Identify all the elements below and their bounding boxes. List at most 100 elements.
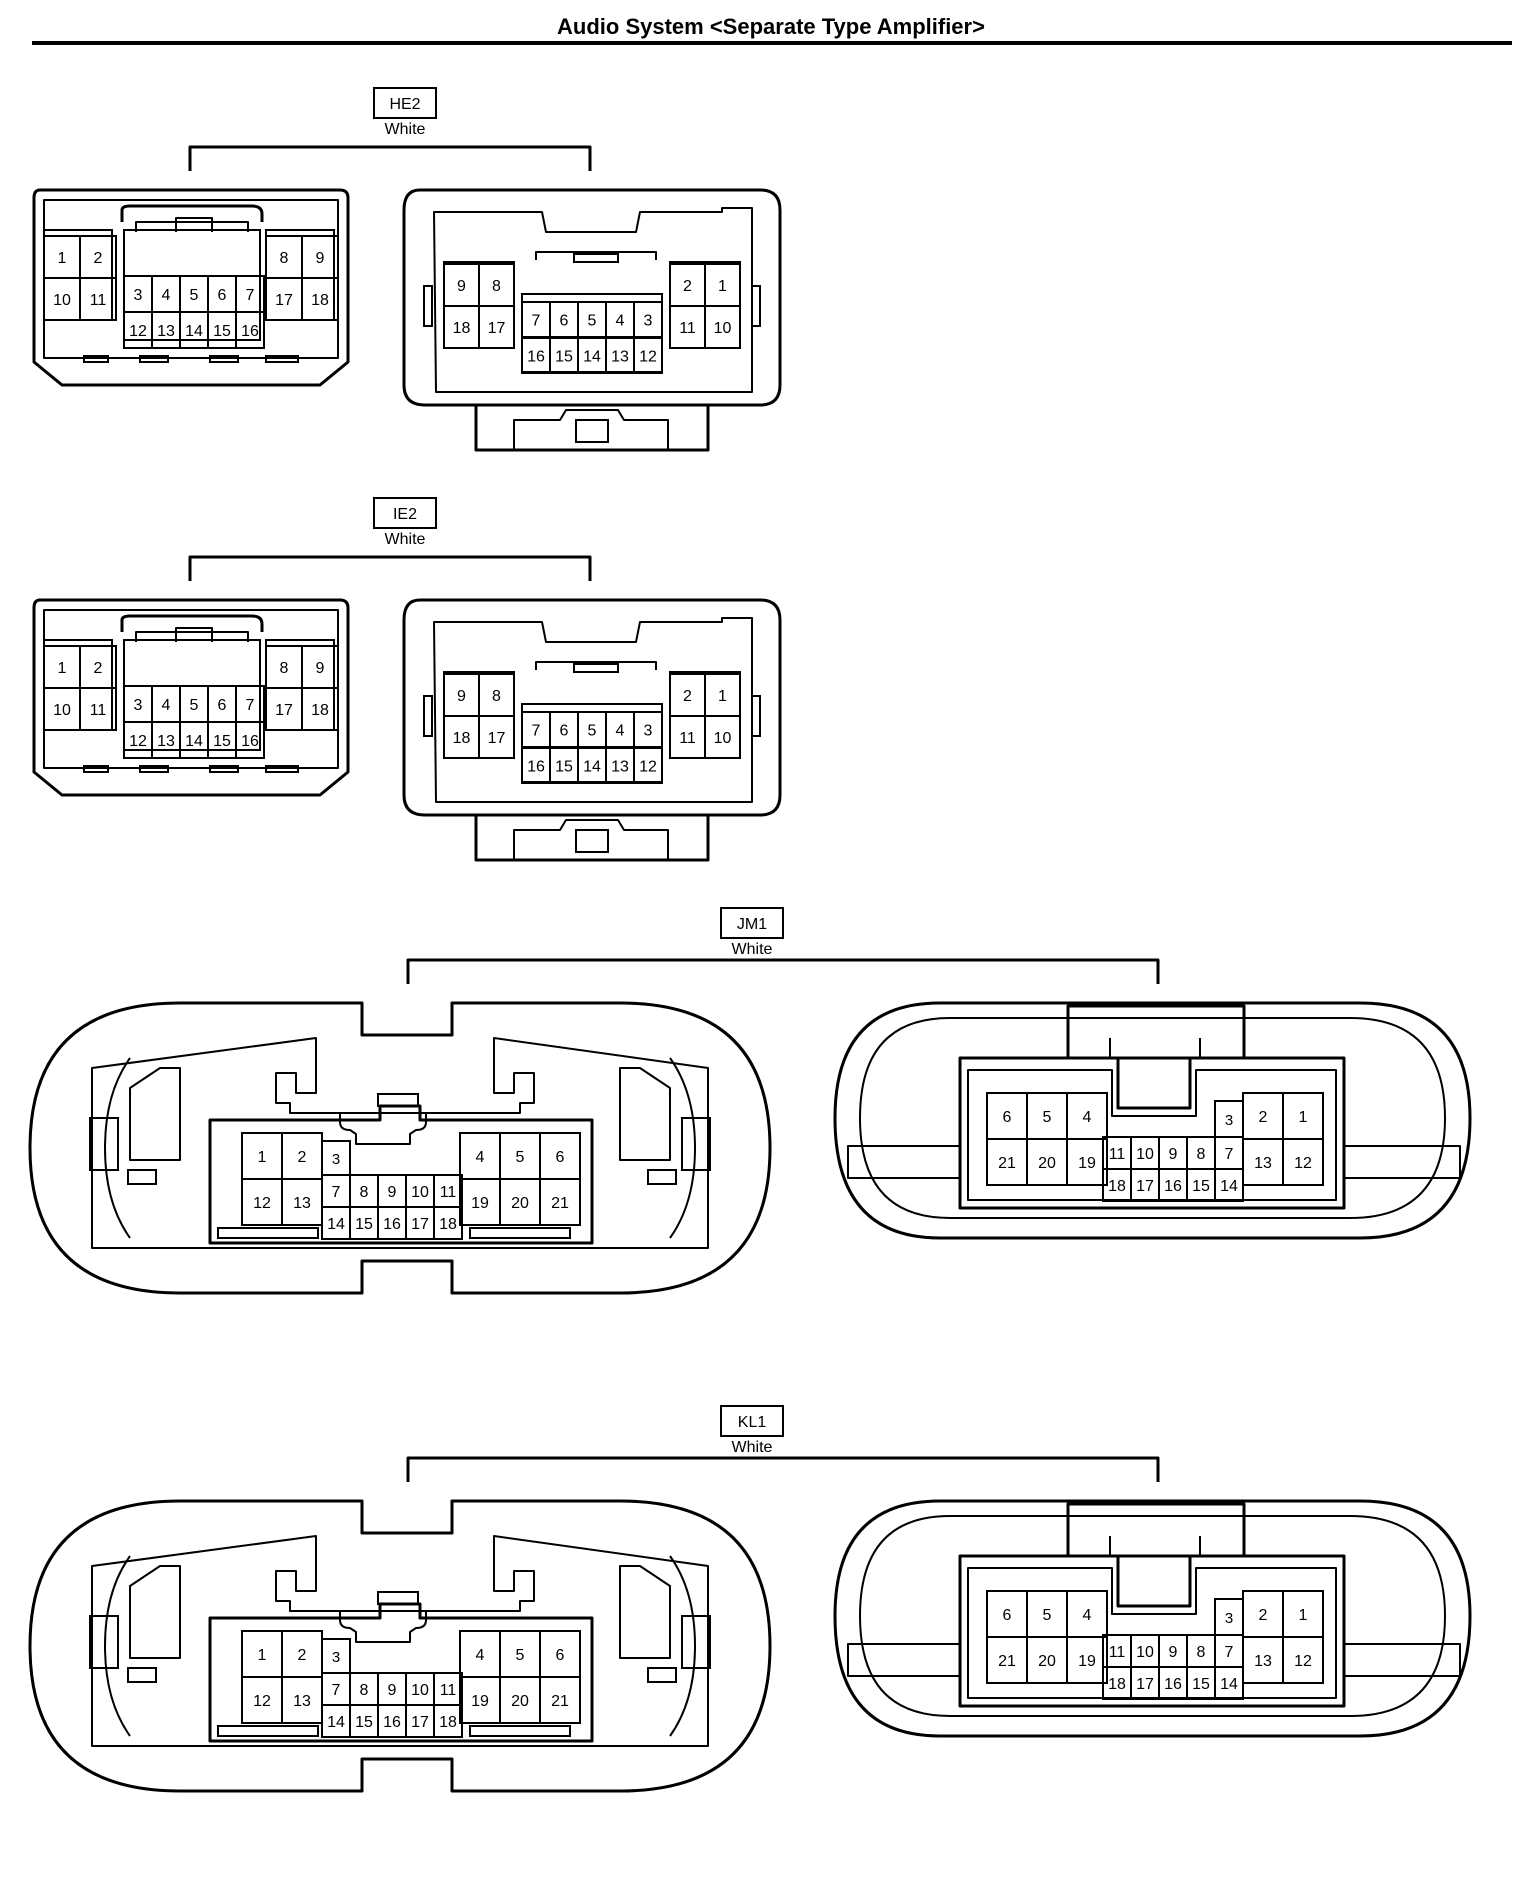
pin-label: 4 — [476, 1149, 485, 1166]
housing-inner — [859, 1017, 1446, 1219]
pin-label: 2 — [1259, 1607, 1268, 1624]
latch — [120, 614, 264, 632]
housing-outline — [402, 598, 782, 817]
pin-label: 17 — [275, 292, 293, 309]
pin-label: 9 — [388, 1184, 397, 1201]
body-inner — [967, 1567, 1337, 1699]
housing-inner — [433, 207, 753, 393]
pin-label: 3 — [134, 697, 143, 714]
lock-tab — [575, 419, 609, 443]
latch — [535, 661, 657, 670]
pin-label: 17 — [1136, 1178, 1154, 1195]
pin-label: 14 — [1220, 1178, 1238, 1195]
connector-id-box — [373, 497, 437, 529]
pin-label: 9 — [1169, 1644, 1178, 1661]
pin-label: 11 — [1109, 1146, 1126, 1163]
connector-id: HE2 — [389, 96, 420, 113]
housing-outline — [833, 1499, 1472, 1738]
pin-label: 14 — [185, 733, 203, 750]
right-clip — [619, 1067, 671, 1161]
pin-label: 7 — [532, 313, 541, 330]
pin-label: 14 — [327, 1714, 345, 1731]
connector-color: White — [732, 941, 773, 958]
pin-cell — [301, 277, 339, 321]
connector-color: White — [385, 121, 426, 138]
pin-label: 18 — [1108, 1676, 1126, 1693]
base-tab — [139, 765, 169, 773]
pin-label: 18 — [439, 1216, 457, 1233]
pin-label: 16 — [527, 759, 545, 776]
pin-label: 6 — [218, 697, 227, 714]
connector-id-box — [720, 1405, 784, 1437]
pin-label: 14 — [1220, 1676, 1238, 1693]
center-latch — [339, 1114, 427, 1145]
pin-label: 17 — [1136, 1676, 1154, 1693]
pin-label: 16 — [383, 1216, 401, 1233]
pin-label: 21 — [998, 1653, 1016, 1670]
pin-label: 13 — [157, 323, 175, 340]
pin-cell — [478, 305, 515, 349]
housing-inner — [859, 1515, 1446, 1717]
pin-label: 11 — [90, 292, 107, 309]
pin-label: 16 — [241, 733, 259, 750]
pin-label: 7 — [1225, 1146, 1234, 1163]
pin-label: 3 — [134, 287, 143, 304]
pin-label: 16 — [1164, 1676, 1182, 1693]
left-clip — [129, 1067, 181, 1161]
base-rail-right — [469, 1725, 571, 1737]
connector-bracket — [188, 555, 592, 581]
connector-id: KL1 — [738, 1414, 767, 1431]
pin-label: 7 — [246, 287, 255, 304]
pin-cell — [301, 687, 339, 731]
pin-label: 14 — [327, 1216, 345, 1233]
pin-label: 6 — [560, 723, 569, 740]
left-foot — [127, 1169, 157, 1185]
pin-label: 2 — [683, 278, 692, 295]
pin-label: 1 — [58, 660, 67, 677]
side-tab — [423, 695, 433, 737]
center-latch — [339, 1612, 427, 1643]
pin-label: 8 — [280, 250, 289, 267]
pin-label: 6 — [218, 287, 227, 304]
right-arc — [669, 1057, 696, 1239]
pin-label: 7 — [332, 1184, 341, 1201]
lock-base — [474, 815, 710, 862]
pin-label: 10 — [1136, 1146, 1154, 1163]
pin-label: 15 — [555, 349, 573, 366]
pin-label: 4 — [162, 287, 171, 304]
left-arc — [104, 1555, 131, 1737]
pin-cell — [433, 1206, 463, 1240]
pin-label: 3 — [644, 723, 653, 740]
connector-id-box — [720, 907, 784, 939]
body — [208, 1602, 594, 1743]
pin-label: 10 — [53, 702, 71, 719]
pin-label: 15 — [555, 759, 573, 776]
pin-label: 5 — [1043, 1607, 1052, 1624]
pin-label: 15 — [355, 1216, 373, 1233]
pin-label: 11 — [1109, 1644, 1126, 1661]
latch-notch — [175, 217, 213, 232]
pin-label: 6 — [556, 1149, 565, 1166]
connector-color: White — [385, 531, 426, 548]
lock-base — [474, 405, 710, 452]
pin-label: 2 — [683, 688, 692, 705]
pin-label: 18 — [453, 730, 471, 747]
pin-label: 4 — [162, 697, 171, 714]
pin-label: 2 — [298, 1647, 307, 1664]
base-tab — [209, 355, 239, 363]
pin-label: 12 — [129, 323, 147, 340]
pin-cell — [633, 747, 663, 784]
pin-label: 18 — [311, 292, 329, 309]
connector-id-box — [373, 87, 437, 119]
latch-bar — [573, 663, 619, 673]
pin-label: 10 — [411, 1184, 429, 1201]
pin-label: 18 — [311, 702, 329, 719]
pin-label: 14 — [583, 349, 601, 366]
pin-label: 5 — [588, 313, 597, 330]
pin-label: 19 — [471, 1195, 489, 1212]
pin-label: 8 — [1197, 1644, 1206, 1661]
body — [958, 1554, 1346, 1708]
